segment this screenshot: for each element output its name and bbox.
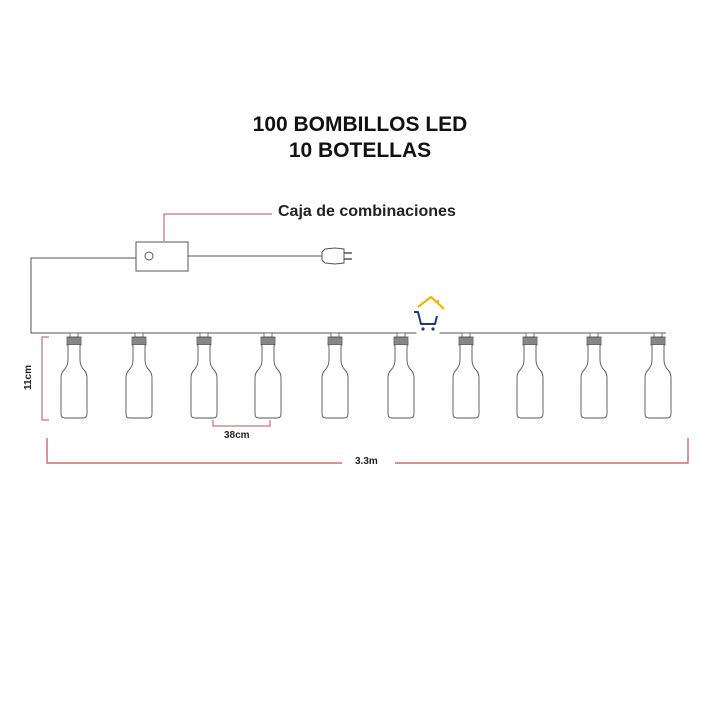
bottle-bulb-icon — [254, 332, 282, 419]
title-line-2: 10 BOTELLAS — [288, 139, 432, 162]
bottle-bulb-icon — [452, 332, 480, 419]
bottle-bulb-icon — [387, 332, 415, 419]
combination-box — [135, 241, 189, 272]
spacing-dimension-bracket — [212, 420, 271, 427]
bottle-bulb-icon — [321, 332, 349, 419]
total-length-dimension-right — [395, 438, 689, 464]
combination-box-button-icon — [144, 251, 154, 261]
house-cart-logo-icon — [409, 295, 447, 337]
callout-leader-line — [163, 213, 272, 241]
bottle-bulb-icon — [190, 332, 218, 419]
spacing-dimension-label: 38cm — [224, 430, 250, 441]
total-length-dimension-label: 3.3m — [355, 456, 378, 467]
height-dimension-bracket — [41, 336, 49, 421]
bottle-bulb-icon — [516, 332, 544, 419]
wire — [30, 257, 666, 334]
bottle-bulb-icon — [125, 332, 153, 419]
combination-box-callout-label: Caja de combinaciones — [278, 203, 456, 220]
height-dimension-label: 11cm — [23, 364, 35, 391]
title-line-1: 100 BOMBILLOS LED — [252, 113, 468, 136]
bottle-bulb-icon — [644, 332, 672, 419]
power-plug-icon — [321, 247, 352, 265]
total-length-dimension-left — [46, 438, 342, 464]
bottle-bulb-icon — [580, 332, 608, 419]
bottle-bulb-icon — [60, 332, 88, 419]
